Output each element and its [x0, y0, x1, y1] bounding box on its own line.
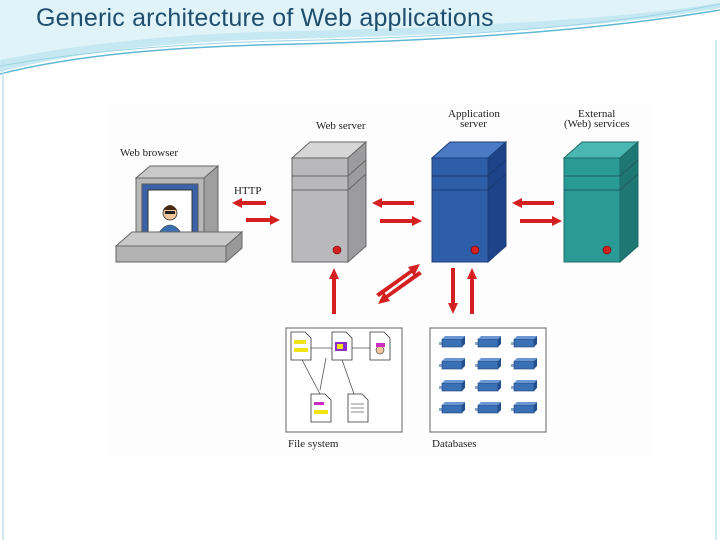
- database-icon: [475, 336, 501, 348]
- file-icon-4: [310, 393, 332, 423]
- file-icon-3: [369, 331, 391, 361]
- web-browser-label: Web browser: [120, 147, 178, 159]
- external-label-line2: (Web) services: [564, 118, 629, 130]
- database-icon: [475, 402, 501, 414]
- file-icon-5: [347, 393, 369, 423]
- appserver-database-arrows: [448, 268, 477, 314]
- http-arrows: [232, 198, 280, 225]
- webserver-appserver-arrows: [372, 198, 422, 226]
- slide-title: Generic architecture of Web applications: [36, 4, 494, 32]
- file-icon-2: [331, 331, 353, 361]
- database-grid: [439, 336, 537, 414]
- database-icon: [511, 358, 537, 370]
- databases-panel: Databases: [429, 327, 547, 450]
- http-label: HTTP: [234, 185, 262, 197]
- web-browser-computer: Web browser: [114, 147, 244, 264]
- databases-label: Databases: [432, 438, 477, 450]
- file-icon-1: [290, 331, 312, 361]
- database-icon: [439, 336, 465, 348]
- database-icon: [439, 402, 465, 414]
- database-icon: [475, 380, 501, 392]
- file-system-label: File system: [288, 438, 339, 450]
- header-swoosh: [0, 0, 720, 75]
- application-server-tower: Application server: [430, 108, 508, 264]
- database-icon: [511, 380, 537, 392]
- database-icon: [439, 380, 465, 392]
- appserver-external-arrows: [512, 198, 562, 226]
- file-system-panel: File system: [285, 327, 403, 450]
- database-icon: [511, 402, 537, 414]
- database-icon: [511, 336, 537, 348]
- application-server-label-line1: Application: [448, 108, 500, 120]
- web-server-tower: Web server: [290, 120, 368, 264]
- database-icon: [439, 358, 465, 370]
- database-icon: [475, 358, 501, 370]
- architecture-diagram: Web browser HTTP Web server: [108, 104, 650, 456]
- external-services-tower: External (Web) services: [562, 108, 640, 264]
- left-border-line: [2, 60, 4, 540]
- web-server-label: Web server: [316, 120, 366, 132]
- external-label-line1: External: [578, 108, 615, 120]
- right-border-line: [715, 40, 717, 540]
- application-server-label-line2: server: [460, 118, 487, 130]
- webserver-filesystem-arrow: [329, 268, 339, 314]
- appserver-filesystem-arrows: [376, 264, 422, 304]
